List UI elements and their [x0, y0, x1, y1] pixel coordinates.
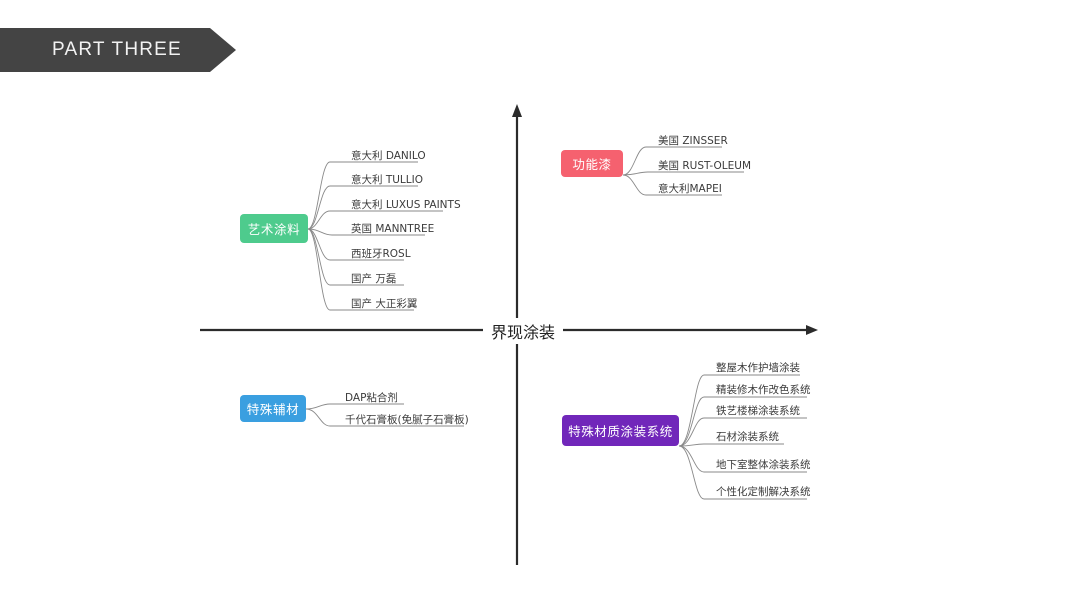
branch-label-sms-3: 铁艺楼梯涂装系统	[716, 405, 800, 417]
part-banner: PART THREE	[0, 28, 236, 72]
node-special-material-system[interactable]: 特殊材质涂装系统	[562, 415, 679, 446]
vertical-axis-arrow	[512, 104, 522, 117]
branch-label-func-3: 意大利MAPEI	[658, 183, 722, 195]
part-banner-shape	[0, 28, 236, 72]
branch-label-func-2: 美国 RUST-OLEUM	[658, 160, 752, 172]
branch-label-aux-2: 千代石膏板(免腻子石膏板)	[345, 414, 469, 426]
branch-label-art-4: 英国 MANNTREE	[351, 223, 435, 235]
branch-label-sms-2: 精装修木作改色系统	[716, 384, 811, 396]
branch-label-art-6: 国产 万磊	[351, 273, 397, 285]
branch-label-art-7: 国产 大正彩翼	[351, 298, 418, 310]
branch-label-aux-1: DAP粘合剂	[345, 392, 398, 404]
center-title: 界现涂装	[483, 318, 563, 344]
node-art-coatings[interactable]: 艺术涂料	[240, 214, 308, 243]
branch-label-art-3: 意大利 LUXUS PAINTS	[351, 199, 461, 211]
branch-label-sms-4: 石材涂装系统	[716, 431, 779, 443]
branch-label-art-5: 西班牙ROSL	[351, 248, 411, 260]
node-art-coatings-label: 艺术涂料	[247, 222, 301, 237]
node-functional-paint-label: 功能漆	[572, 157, 612, 172]
branch-label-func-1: 美国 ZINSSER	[658, 135, 728, 147]
branch-label-sms-6: 个性化定制解决系统	[716, 486, 811, 498]
node-special-auxiliary[interactable]: 特殊辅材	[240, 395, 306, 422]
branch-label-art-1: 意大利 DANILO	[351, 150, 426, 162]
part-banner-label: PART THREE	[52, 39, 182, 60]
node-functional-paint[interactable]: 功能漆	[561, 150, 623, 177]
branch-label-art-2: 意大利 TULLIO	[351, 174, 423, 186]
node-special-auxiliary-label: 特殊辅材	[246, 402, 300, 417]
horizontal-axis-arrow	[806, 325, 818, 335]
node-special-material-system-label: 特殊材质涂装系统	[568, 424, 673, 439]
branch-label-sms-5: 地下室整体涂装系统	[716, 459, 811, 471]
branch-label-sms-1: 整屋木作护墙涂装	[716, 362, 800, 374]
